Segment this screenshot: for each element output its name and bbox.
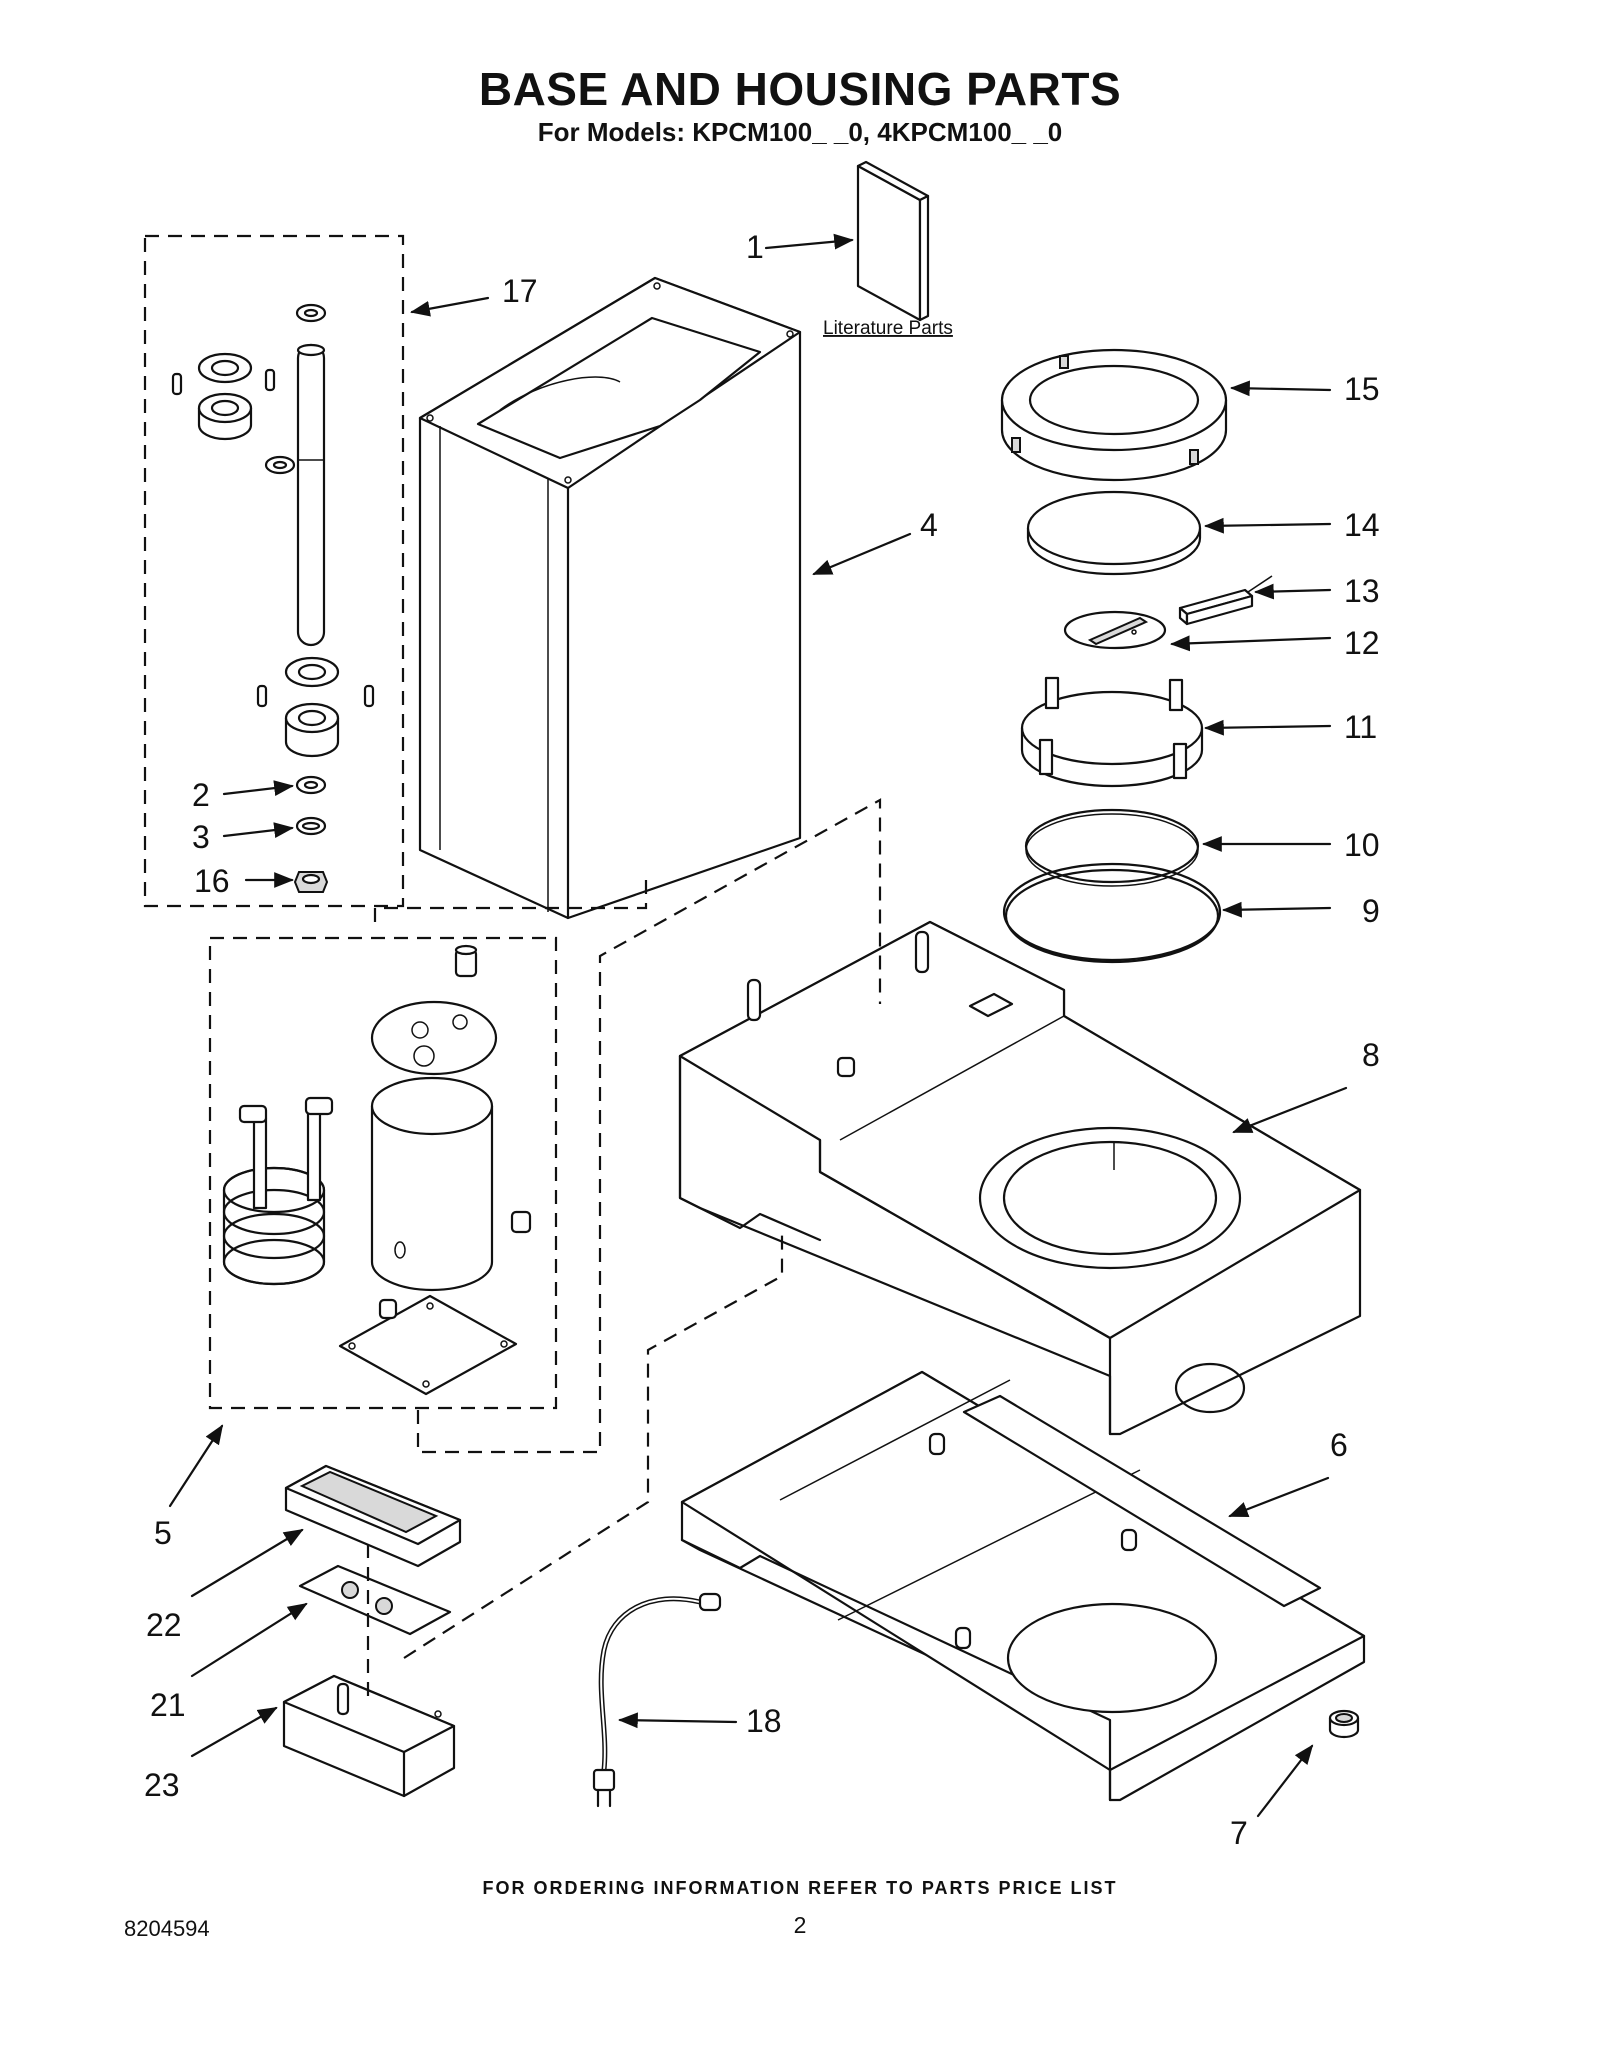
power-cord [592,1592,722,1808]
leader-lines [168,233,1348,1818]
rubber-foot [1328,1709,1360,1739]
housing [418,276,802,920]
seal-strip [1178,575,1273,626]
callout-2: 2 [192,777,210,813]
callout-5: 5 [154,1515,172,1551]
literature-booklet [856,160,930,322]
lid-ring [1000,348,1228,482]
callout-4: 4 [920,507,938,543]
spray-ring [1020,676,1204,788]
page-title: BASE AND HOUSING PARTS [478,63,1122,115]
group-17-boundary [143,234,405,908]
base [678,920,1362,1436]
callout-22: 22 [146,1607,182,1643]
filter-disc [1026,490,1202,576]
callout-12: 12 [1344,625,1380,661]
callout-15: 15 [1344,371,1380,407]
callout-9: 9 [1362,893,1380,929]
callout-17: 17 [502,273,538,309]
literature-parts-label: Literature Parts [823,318,953,339]
switch-box [282,1674,456,1798]
callout-6: 6 [1330,1427,1348,1463]
heater-tank-assembly [222,944,532,1396]
valve-disc [1063,610,1167,650]
callout-8: 8 [1362,1037,1380,1073]
callout-7: 7 [1230,1815,1248,1851]
bottom-plate [680,1370,1366,1802]
shaft-assembly [171,303,375,893]
ordering-note: FOR ORDERING INFORMATION REFER TO PARTS … [482,1878,1118,1898]
group-5-boundary [208,936,558,1410]
circuit-board [298,1564,452,1636]
callout-18: 18 [746,1703,782,1739]
document-number: 8204594 [124,1916,210,1941]
model-subtitle: For Models: KPCM100_ _0, 4KPCM100_ _0 [537,117,1063,147]
callout-21: 21 [150,1687,186,1723]
callout-11: 11 [1344,709,1377,745]
assembly-guide-lines [366,798,882,1700]
callout-13: 13 [1344,573,1380,609]
callout-10: 10 [1344,827,1380,863]
callout-23: 23 [144,1767,180,1803]
page-number: 2 [793,1912,807,1938]
callout-16: 16 [194,863,230,899]
gasket-ring [1024,808,1200,887]
callout-3: 3 [192,819,210,855]
control-panel [284,1464,462,1568]
callout-14: 14 [1344,507,1380,543]
callout-1: 1 [746,229,764,265]
o-ring [1002,862,1222,964]
